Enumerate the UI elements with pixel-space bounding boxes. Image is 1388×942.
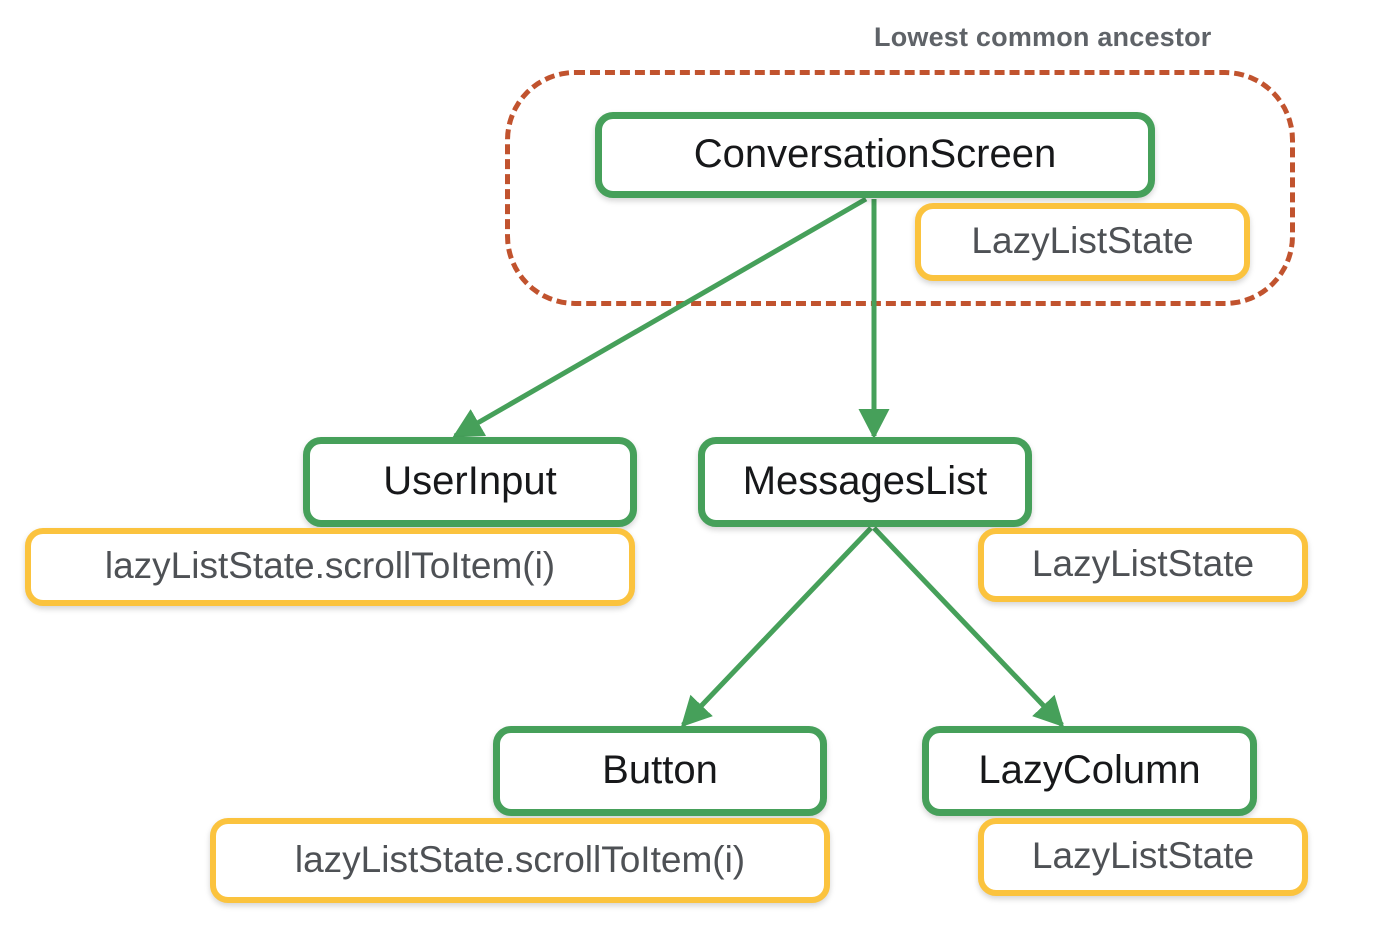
edge-messageslist-button (680, 526, 873, 728)
node-conversation-screen-label: ConversationScreen (693, 131, 1057, 176)
state-node-conversation-screen-lazyliststate-label: LazyListState (971, 220, 1194, 261)
node-messages-list-label: MessagesList (742, 458, 988, 503)
state-node-conversation-screen-lazyliststate[interactable]: LazyListState (915, 203, 1250, 281)
node-button-label: Button (602, 747, 718, 792)
state-node-messages-list-lazyliststate-label: LazyListState (1031, 543, 1255, 584)
node-lazy-column[interactable]: LazyColumn (922, 726, 1257, 816)
node-user-input[interactable]: UserInput (303, 437, 637, 527)
node-lazy-column-label: LazyColumn (978, 747, 1201, 792)
state-node-lazy-column-lazyliststate[interactable]: LazyListState (978, 818, 1308, 896)
state-node-lazy-column-lazyliststate-label: LazyListState (1031, 835, 1255, 876)
state-node-button-scrolltoitem-label: lazyListState.scrollToItem(i) (294, 838, 746, 880)
lowest-common-ancestor-title: Lowest common ancestor (874, 22, 1212, 52)
lowest-common-ancestor-region (505, 70, 1295, 306)
state-node-button-scrolltoitem[interactable]: lazyListState.scrollToItem(i) (210, 818, 830, 903)
node-messages-list[interactable]: MessagesList (698, 437, 1032, 527)
state-node-user-input-scrolltoitem-label: lazyListState.scrollToItem(i) (104, 545, 556, 586)
node-button[interactable]: Button (493, 726, 827, 816)
node-conversation-screen[interactable]: ConversationScreen (595, 112, 1155, 198)
node-user-input-label: UserInput (383, 458, 557, 503)
state-node-user-input-scrolltoitem[interactable]: lazyListState.scrollToItem(i) (25, 528, 635, 606)
state-node-messages-list-lazyliststate[interactable]: LazyListState (978, 528, 1308, 602)
